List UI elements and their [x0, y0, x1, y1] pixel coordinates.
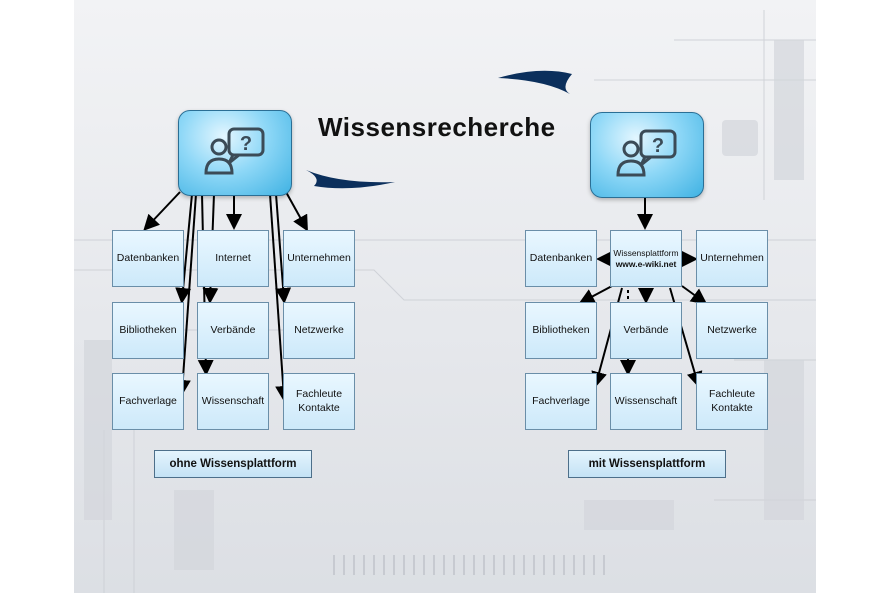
node-verbaende-left: Verbände [197, 302, 269, 359]
node-fachleute-kontakte-right: Fachleute Kontakte [696, 373, 768, 430]
node-wissenschaft-right: Wissenschaft [610, 373, 682, 430]
node-fachleute-kontakte-left: Fachleute Kontakte [283, 373, 355, 430]
svg-text:?: ? [652, 135, 664, 157]
node-internet-left: Internet [197, 230, 269, 287]
slide-background [74, 0, 816, 593]
node-wissenschaft-left: Wissenschaft [197, 373, 269, 430]
node-line: Kontakte [298, 401, 340, 414]
person-question-icon: ? [616, 129, 677, 177]
node-netzwerke-right: Netzwerke [696, 302, 768, 359]
platform-name: Wissensplattform [613, 247, 679, 258]
node-fachverlage-right: Fachverlage [525, 373, 597, 430]
node-bibliotheken-left: Bibliotheken [112, 302, 184, 359]
node-line: Kontakte [711, 401, 753, 414]
node-line: Fachleute [708, 388, 756, 401]
platform-url: www.e-wiki.net [615, 258, 677, 269]
svg-text:?: ? [240, 133, 252, 155]
node-datenbanken-left: Datenbanken [112, 230, 184, 287]
caption-ohne-wissensplattform: ohne Wissensplattform [154, 450, 312, 478]
circuit-board-decoration [74, 10, 816, 593]
node-datenbanken-right: Datenbanken [525, 230, 597, 287]
person-node-left: ? [178, 110, 292, 196]
person-question-icon: ? [204, 127, 265, 175]
node-bibliotheken-right: Bibliotheken [525, 302, 597, 359]
page-title: Wissensrecherche [318, 112, 556, 142]
node-fachverlage-left: Fachverlage [112, 373, 184, 430]
node-wissensplattform: Wissensplattform www.e-wiki.net [610, 230, 682, 287]
node-line: Fachleute [295, 388, 343, 401]
person-node-right: ? [590, 112, 704, 198]
node-unternehmen-left: Unternehmen [283, 230, 355, 287]
node-verbaende-right: Verbände [610, 302, 682, 359]
node-netzwerke-left: Netzwerke [283, 302, 355, 359]
node-unternehmen-right: Unternehmen [696, 230, 768, 287]
caption-mit-wissensplattform: mit Wissensplattform [568, 450, 726, 478]
